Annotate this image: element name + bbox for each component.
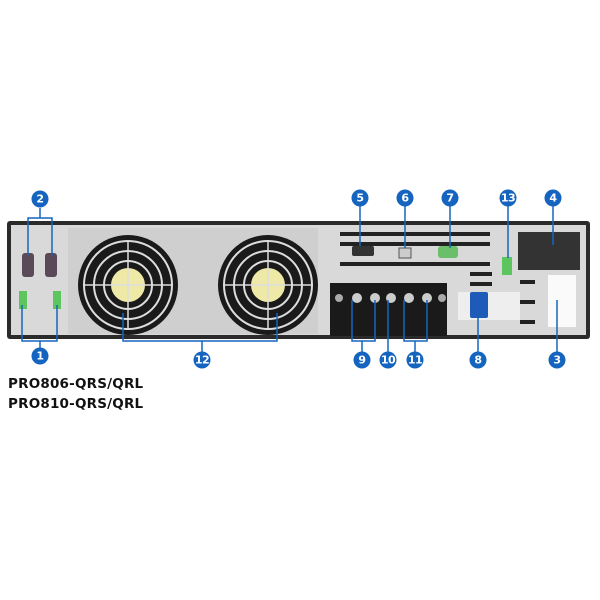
callout-11: 11 xyxy=(406,351,424,369)
callout-4: 4 xyxy=(544,189,562,207)
green-terminal-left-2 xyxy=(53,291,61,309)
breaker-switch xyxy=(470,292,488,318)
callout-7: 7 xyxy=(441,189,459,207)
serial-port-left-1 xyxy=(22,253,34,277)
serial-port-left-2 xyxy=(45,253,57,277)
callout-1: 1 xyxy=(31,347,49,365)
ground-screw xyxy=(438,246,458,258)
green-terminal-right xyxy=(502,257,512,275)
usb-port xyxy=(398,247,412,259)
callout-6: 6 xyxy=(396,189,414,207)
fan-1 xyxy=(78,235,178,335)
fan-2 xyxy=(218,235,318,335)
breaker-body xyxy=(458,292,520,320)
label-sticker xyxy=(548,275,576,327)
model-name-2: PRO810-QRS/QRL xyxy=(8,396,144,412)
slot-cover xyxy=(518,232,580,270)
leader-lines xyxy=(21,206,558,352)
callout-13: 13 xyxy=(499,189,517,207)
callout-9: 9 xyxy=(353,351,371,369)
callout-12: 12 xyxy=(193,351,211,369)
callout-10: 10 xyxy=(379,351,397,369)
serial-port xyxy=(352,246,374,256)
model-name-1: PRO806-QRS/QRL xyxy=(8,376,144,392)
callout-5: 5 xyxy=(351,189,369,207)
callout-3: 3 xyxy=(548,351,566,369)
callout-8: 8 xyxy=(469,351,487,369)
green-terminal-left-1 xyxy=(19,291,27,309)
vent-slots xyxy=(340,232,535,324)
callout-2: 2 xyxy=(31,190,49,208)
